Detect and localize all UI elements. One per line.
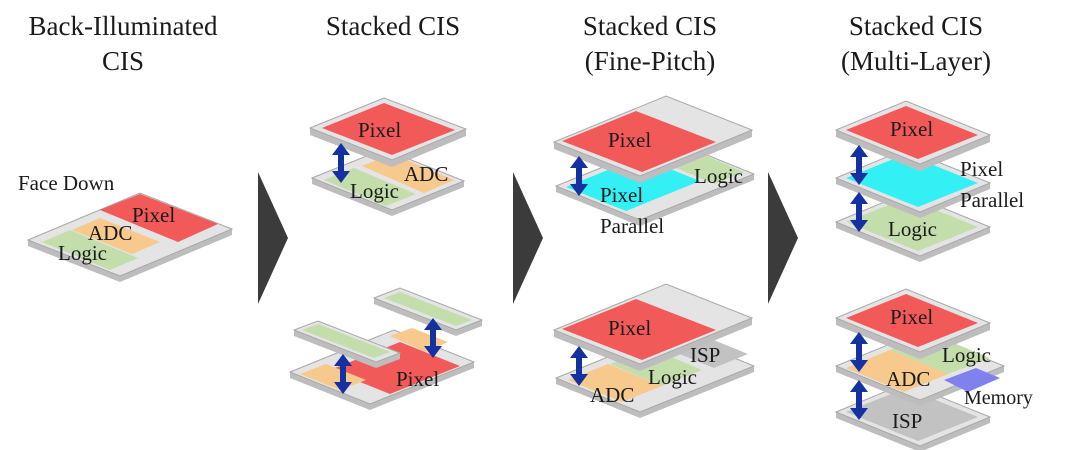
cow-logic-die-right xyxy=(372,287,484,336)
separator-arrow-2 xyxy=(513,172,543,304)
stacked-logic-region xyxy=(324,168,416,206)
fp-logic-label: Logic xyxy=(694,164,743,188)
ml-memory-label: Memory xyxy=(964,387,1033,409)
ml-pixel-region-bottom xyxy=(846,294,978,347)
ml-isp-label: ISP xyxy=(892,409,922,433)
fp-adc-region xyxy=(568,364,662,402)
fp-logic-label-bottom: Logic xyxy=(648,365,697,389)
fp-pixel-label: Pixel xyxy=(608,128,651,152)
bi-logic-region xyxy=(42,230,138,270)
bi-pixel-region xyxy=(100,194,218,242)
fp-isp-label: ISP xyxy=(690,343,720,367)
ml-logic-chip xyxy=(834,192,992,262)
bi-pixel-label: Pixel xyxy=(132,203,175,227)
ml-adc-logic-memory-chip xyxy=(834,331,1006,406)
fp-adc-label: ADC xyxy=(590,383,634,407)
ml-logic-region xyxy=(846,198,978,251)
title-fine-pitch-line1: Stacked CIS xyxy=(583,11,717,41)
face-down-label: Face Down xyxy=(18,171,115,195)
ml-pixel-label-bottom: Pixel xyxy=(890,305,933,329)
stacked-pixel-label: Pixel xyxy=(358,118,401,142)
bi-cis-chip xyxy=(26,192,234,282)
ml-isp-chip xyxy=(834,382,992,450)
ml-pixel-region xyxy=(846,106,978,159)
title-back-illuminated-line1: Back-Illuminated xyxy=(29,11,218,41)
bi-adc-label: ADC xyxy=(88,221,132,245)
fp-pixel-region xyxy=(562,111,716,172)
cow-logic-die-left xyxy=(292,320,402,368)
separator-arrow-1 xyxy=(258,172,288,304)
fp-top-pixel-chip xyxy=(552,283,754,371)
ml-isp-region xyxy=(846,388,978,441)
bi-adc-region xyxy=(72,218,160,254)
title-stacked-cis: Stacked CIS xyxy=(326,11,460,41)
title-multi-layer-line2: (Multi-Layer) xyxy=(841,46,991,76)
ml-adc-label: ADC xyxy=(886,367,930,391)
cow-pixel-label: Pixel xyxy=(396,367,439,391)
ml-pixel-chip xyxy=(834,100,992,171)
ml-adc-region xyxy=(846,350,948,392)
title-back-illuminated-line2: CIS xyxy=(102,46,144,76)
ml-pixel-chip-bottom xyxy=(834,288,992,359)
ml-pixel-parallel-label-line2: Parallel xyxy=(960,188,1024,212)
ml-pixel-parallel-chip xyxy=(834,148,992,218)
stacked-pixel-region xyxy=(322,103,455,155)
bi-logic-label: Logic xyxy=(58,241,107,265)
ml-pixel-label: Pixel xyxy=(890,117,933,141)
title-fine-pitch-line2: (Fine-Pitch) xyxy=(585,46,715,76)
separator-arrow-3 xyxy=(768,172,798,304)
fp-pixel-parallel-label-line2: Parallel xyxy=(600,214,664,238)
ml-logic-label-bottom: Logic xyxy=(942,343,991,367)
fp-pixel-region-bottom xyxy=(562,299,716,360)
fp-pixel-label-bottom: Pixel xyxy=(608,316,651,340)
stacked-top-chip xyxy=(308,97,468,167)
stacked-adc-label: ADC xyxy=(404,162,448,186)
fp-top-chip xyxy=(552,95,754,183)
stacked-logic-label: Logic xyxy=(350,179,399,203)
fp-pixel-parallel-label-line1: Pixel xyxy=(600,183,643,207)
ml-memory-region xyxy=(944,368,1000,392)
ml-pixel-parallel-region xyxy=(846,154,978,207)
ml-pixel-parallel-label-line1: Pixel xyxy=(960,157,1003,181)
ml-logic-label: Logic xyxy=(888,217,937,241)
title-multi-layer-line1: Stacked CIS xyxy=(849,11,983,41)
